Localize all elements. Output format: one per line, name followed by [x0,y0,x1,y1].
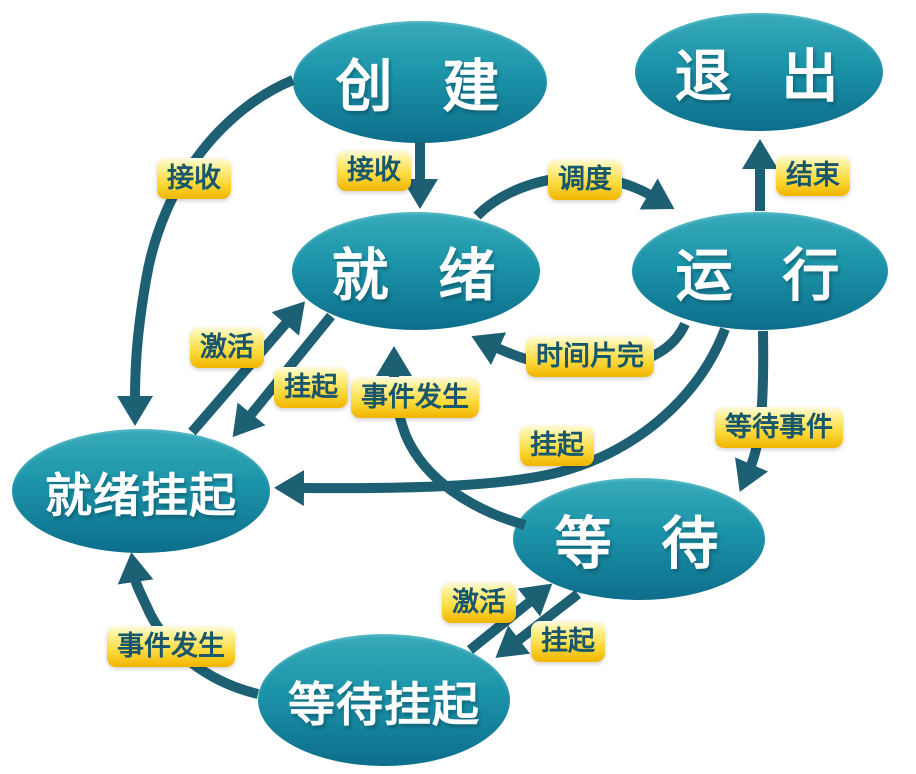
label-event-occurs-suspended: 事件发生 [107,626,235,668]
state-waiting: 等 待 [513,478,765,600]
state-create-label: 创 建 [335,54,505,120]
state-running-label: 运 行 [675,243,845,309]
arrow-ready-suspended-to-ready [188,301,306,436]
label-activate-ready: 激活 [190,327,264,369]
state-waiting-label: 等 待 [554,511,724,577]
state-ready-suspended: 就绪挂起 [12,429,270,553]
label-timeslice-expired: 时间片完 [526,336,654,378]
label-activate-waiting: 激活 [442,582,516,624]
state-exit: 退 出 [635,13,883,131]
arrow-waiting-to-waiting-suspended [495,590,582,658]
label-dispatch: 调度 [548,159,622,201]
label-admit-to-ready-suspended: 接收 [157,158,231,200]
arrow-waiting-suspended-to-ready-suspended [117,552,260,699]
state-ready-suspended-label: 就绪挂起 [45,468,237,524]
state-ready: 就 绪 [292,212,540,330]
label-suspend-running: 挂起 [520,425,594,467]
arrow-waiting-suspended-to-waiting [466,583,553,654]
label-event-occurs-ready: 事件发生 [351,377,479,419]
state-exit-label: 退 出 [674,44,844,110]
arrow-running-to-ready-suspended [274,327,730,507]
label-admit-to-ready: 接收 [337,150,411,192]
label-suspend-waiting: 挂起 [531,621,605,663]
state-create: 创 建 [293,21,547,143]
state-running: 运 行 [632,212,888,330]
arrow-ready-to-ready-suspended [232,312,335,438]
state-ready-label: 就 绪 [331,243,501,309]
arrow-create-to-ready-suspended [117,75,295,426]
label-finish: 结束 [776,155,850,197]
label-suspend-ready: 挂起 [274,367,348,409]
label-wait-event: 等待事件 [715,407,843,449]
state-waiting-suspended-label: 等待挂起 [288,677,480,733]
state-waiting-suspended: 等待挂起 [258,634,510,766]
